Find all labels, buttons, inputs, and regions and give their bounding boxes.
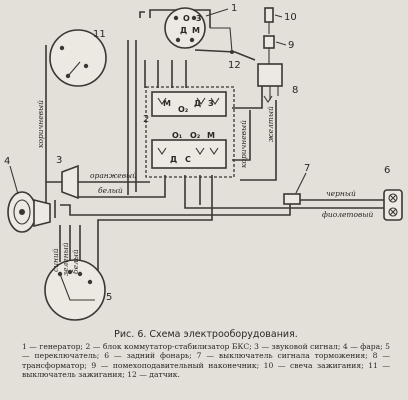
wire-label-orange: оранжевый — [90, 171, 137, 180]
wire-label-brown-right: коричневый — [239, 120, 248, 168]
label-5: 5 — [106, 292, 112, 303]
light-switch — [44, 259, 106, 321]
suppressor-cap-body — [263, 35, 275, 49]
label-6: 6 — [384, 165, 390, 176]
generator-mark-d: Д — [180, 26, 187, 35]
figure-caption: Рис. 6. Схема электрооборудования. 1 — г… — [22, 329, 390, 379]
wire-label-brown-left: коричневый — [36, 100, 45, 148]
wire-white-headlight — [78, 175, 166, 198]
wire-label-white: белый — [98, 186, 123, 195]
brake-switch-body — [283, 193, 301, 205]
label-12: 12 — [228, 60, 241, 71]
spark-plug-body — [264, 7, 274, 23]
label-3: 3 — [56, 155, 62, 166]
label-9: 9 — [288, 40, 294, 51]
wire-violet — [184, 175, 385, 209]
brake-light-switch — [283, 193, 301, 205]
spark-plug — [264, 7, 274, 34]
horn — [61, 164, 79, 200]
block-mark-m: М — [207, 131, 215, 140]
ignition-switch — [49, 29, 107, 87]
wire-label-yellow: желтый — [266, 106, 275, 142]
label-11: 11 — [93, 29, 106, 40]
label-10: 10 — [284, 12, 297, 23]
block-mark-o2-top: О₂ — [178, 105, 189, 114]
wire-label-violet: фиолетовый — [322, 210, 374, 219]
label-2: 2 — [143, 114, 149, 125]
block-outline — [145, 86, 235, 178]
block-mark-m-top: М — [163, 99, 171, 108]
headlight — [7, 191, 51, 233]
generator-mark-3: 3 — [196, 14, 202, 23]
block-mark-d-top: Д — [194, 99, 201, 108]
wire-to-12 — [194, 49, 256, 61]
wire-label-blue: синий — [51, 248, 60, 272]
block-mark-d: Д — [170, 155, 177, 164]
caption-body: 1 — генератор; 2 — блок коммутатор-стаби… — [22, 342, 390, 379]
wire-to-7 — [60, 200, 291, 216]
ignition-switch-body — [49, 29, 107, 87]
horn-body — [61, 164, 79, 200]
wire-top-short — [139, 11, 145, 18]
block-mark-o1: О₁ — [172, 131, 183, 140]
label-1: 1 — [231, 3, 237, 14]
label-4: 4 — [4, 156, 10, 167]
label-8: 8 — [292, 85, 298, 96]
block-mark-3-top: З — [208, 99, 214, 108]
label-7: 7 — [304, 163, 310, 174]
generator: О 3 Д М — [164, 7, 206, 49]
sensor — [210, 27, 234, 54]
wiring-diagram: О 3 Д М М О₂ Д З О₁ О₂ М Д С — [4, 3, 403, 321]
block-top-panel — [151, 91, 227, 117]
rear-light — [383, 189, 403, 221]
wire-yellow — [240, 100, 277, 181]
block-mark-c: С — [185, 155, 191, 164]
wire-block-to-8b — [232, 110, 251, 161]
commutator-stabilizer-block: М О₂ Д З О₁ О₂ М Д С — [145, 86, 235, 178]
transformer-body — [257, 63, 283, 87]
generator-mark-m: М — [192, 26, 200, 35]
block-mark-o2: О₂ — [190, 131, 201, 140]
caption-title: Рис. 6. Схема электрооборудования. — [114, 329, 298, 340]
wire-label-green: зеленый — [61, 242, 70, 276]
wire-label-black: черный — [326, 189, 356, 198]
transformer — [257, 63, 283, 103]
wire-block-to-5 — [97, 175, 213, 300]
suppressor-cap — [263, 35, 275, 64]
generator-mark-o: О — [183, 14, 190, 23]
wire-label-white-gen: белый — [71, 249, 80, 274]
